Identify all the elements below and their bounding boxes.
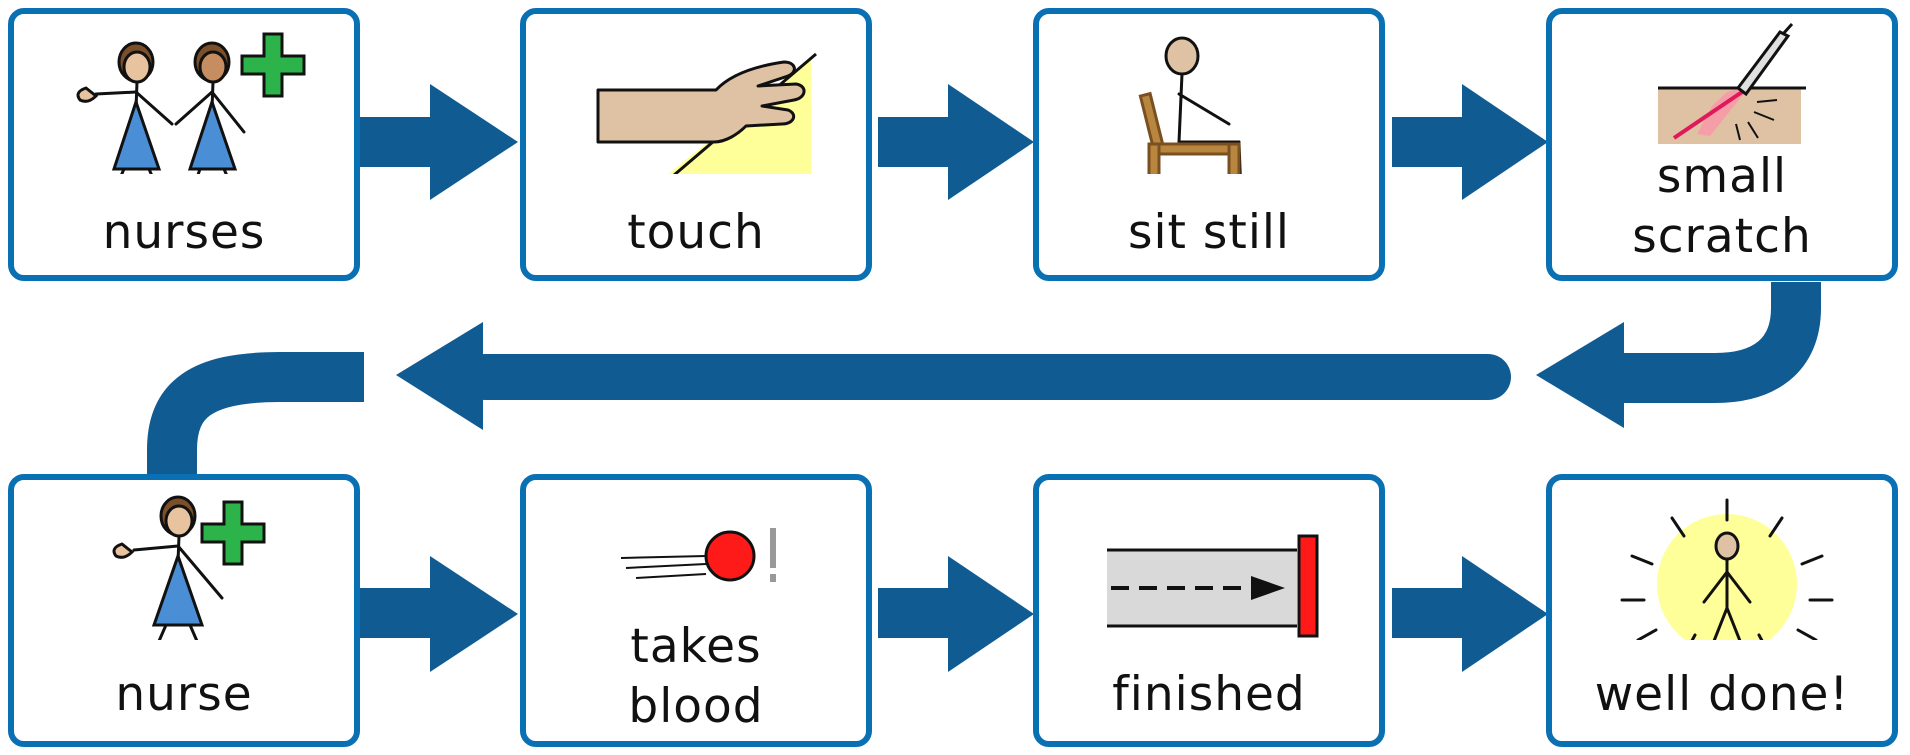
step-label: nurses: [14, 204, 354, 262]
step-label: finished: [1039, 666, 1379, 724]
blood-drop-icon: [526, 480, 866, 640]
step-card-finished: finished: [1033, 474, 1385, 747]
step-label-line2: blood: [526, 678, 866, 736]
step-label: nurse: [14, 666, 354, 724]
person-sitting-icon: [1039, 14, 1379, 174]
step-card-well-done: well done!: [1546, 474, 1898, 747]
return-arrow-icon: [172, 282, 1796, 480]
well-done-icon: [1552, 480, 1892, 640]
step-label-line1: takes: [526, 618, 866, 676]
step-label: well done!: [1552, 666, 1892, 724]
right-arrow-icon: [878, 556, 1034, 672]
nurse-icon: [14, 480, 354, 640]
right-arrow-icon: [360, 84, 518, 200]
step-card-nurses: nurses: [8, 8, 360, 281]
right-arrow-icon: [878, 84, 1034, 200]
step-card-sit-still: sit still: [1033, 8, 1385, 281]
step-label-line1: small: [1552, 148, 1892, 206]
finished-icon: [1039, 480, 1379, 640]
step-card-touch: touch: [520, 8, 872, 281]
right-arrow-icon: [360, 556, 518, 672]
step-label: sit still: [1039, 204, 1379, 262]
right-arrow-icon: [1392, 556, 1548, 672]
step-card-takes-blood: takes blood: [520, 474, 872, 747]
step-label: touch: [526, 204, 866, 262]
step-label-line2: scratch: [1552, 208, 1892, 266]
right-arrow-icon: [1392, 84, 1548, 200]
step-card-nurse: nurse: [8, 474, 360, 747]
two-nurses-icon: [14, 14, 354, 174]
hand-touch-icon: [526, 14, 866, 174]
step-card-small-scratch: small scratch: [1546, 8, 1898, 281]
